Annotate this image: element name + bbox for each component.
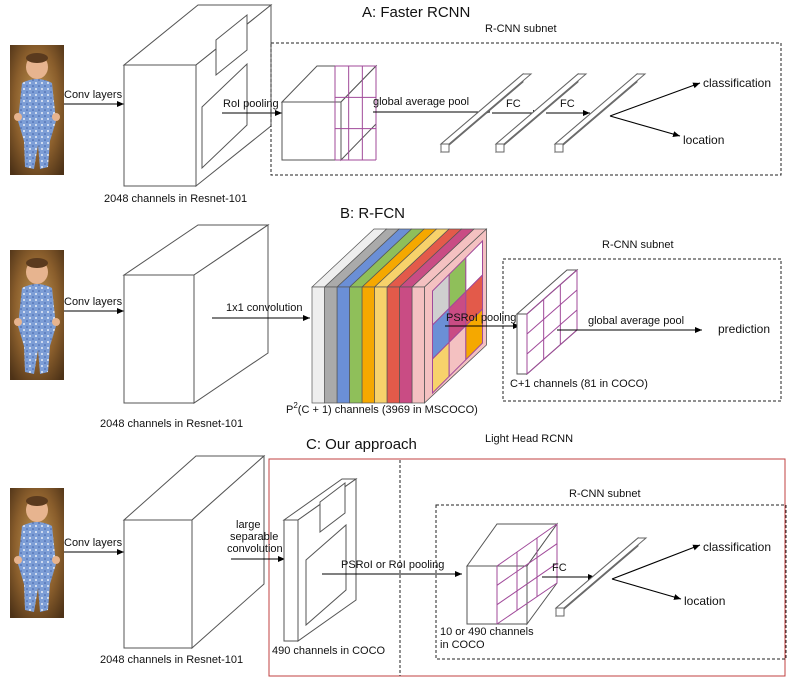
light-head-label: Light Head RCNN xyxy=(485,433,573,445)
score-map-slice xyxy=(324,286,338,404)
gap-label-a: global average pool xyxy=(373,96,469,108)
class-arrow-c xyxy=(611,544,701,580)
fc-bar-a1 xyxy=(439,72,533,154)
conv-label-a: Conv layers xyxy=(64,89,123,101)
section-c-our-approach: C: Our approach Light Head RCNN Conv lay… xyxy=(10,433,787,677)
pooled-cube-a xyxy=(280,64,378,162)
score-maps-label-b: P2(C + 1) channels (3969 in MSCOCO) xyxy=(286,401,478,416)
conv1x1-label-b: 1x1 convolution xyxy=(226,302,302,314)
score-map-slice xyxy=(349,286,363,404)
subnet-label-b: R-CNN subnet xyxy=(602,239,674,251)
section-c-title: C: Our approach xyxy=(306,436,417,453)
fc-bar-a3 xyxy=(553,72,647,154)
input-image-b xyxy=(10,250,64,380)
subnet-channels-label-b: C+1 channels (81 in COCO) xyxy=(510,378,648,390)
input-image-c xyxy=(10,488,64,618)
grid-c-hline xyxy=(496,582,558,625)
score-map-slice xyxy=(336,286,350,404)
rcnn-subnet-box-a xyxy=(270,42,782,176)
section-b-title: B: R-FCN xyxy=(340,205,405,222)
thin-feature-map-c xyxy=(282,478,358,642)
pooled-channels-line2: in COCO xyxy=(440,639,485,651)
fc-label-c: FC xyxy=(552,562,567,574)
fc-bar-c xyxy=(554,536,648,618)
feature-map-cube-b xyxy=(122,224,270,404)
section-a-faster-rcnn: A: Faster RCNN Conv layers 2048 channels… xyxy=(10,3,782,205)
pooled-channels-line1: 10 or 490 channels xyxy=(440,626,534,638)
channels-label-a: 2048 channels in Resnet-101 xyxy=(104,193,247,205)
channels-label-c: 2048 channels in Resnet-101 xyxy=(100,654,243,666)
section-b-rfcn: B: R-FCN Conv layers 2048 channels in Re… xyxy=(10,205,782,430)
section-a-title: A: Faster RCNN xyxy=(362,4,470,21)
grid-b-hline xyxy=(526,269,578,315)
pool-label-c: PSRoI or RoI pooling xyxy=(341,559,444,571)
subnet-label-a: R-CNN subnet xyxy=(485,23,557,35)
score-map-slice xyxy=(311,286,325,404)
fc1-label-a: FC xyxy=(506,98,521,110)
thin-channels-label-c: 490 channels in COCO xyxy=(272,645,386,657)
light-head-box xyxy=(268,458,786,677)
score-map-slice xyxy=(361,286,375,404)
conv-label-b: Conv layers xyxy=(64,296,123,308)
feature-map-cube-a xyxy=(122,3,273,188)
score-map-slice xyxy=(386,286,400,404)
grid-b-hline xyxy=(526,309,578,355)
feature-map-cube-c xyxy=(122,454,266,650)
loc-arrow-c xyxy=(611,578,682,600)
psroi-label-b: PSRoI pooling xyxy=(446,312,516,324)
pooled-cube-b xyxy=(515,268,579,376)
classification-label-c: classification xyxy=(703,540,771,554)
input-image-a xyxy=(10,45,64,175)
classification-label-a: classification xyxy=(703,76,771,90)
rcnn-subnet-box-c xyxy=(435,504,787,660)
location-label-c: location xyxy=(684,594,725,608)
grid-b-hline xyxy=(526,329,578,375)
grid-c-hline xyxy=(496,543,558,586)
grid-c-hline xyxy=(496,523,558,567)
prediction-label-b: prediction xyxy=(718,322,770,336)
score-map-slice xyxy=(374,286,388,404)
conv-label-c: Conv layers xyxy=(64,537,123,549)
lsc-label-line2: separable xyxy=(230,531,278,543)
subnet-label-c: R-CNN subnet xyxy=(569,488,641,500)
score-map-slice xyxy=(399,286,413,404)
score-map-cell xyxy=(465,307,483,361)
roi-label-a: RoI pooling xyxy=(223,98,279,110)
class-arrow-a xyxy=(609,82,701,117)
loc-arrow-a xyxy=(609,115,681,137)
gap-label-b: global average pool xyxy=(588,315,684,327)
fc-bar-a2 xyxy=(494,72,588,154)
score-map-slice xyxy=(411,286,425,404)
pooled-cube-c xyxy=(466,522,558,626)
lsc-label-line3: convolution xyxy=(227,543,283,555)
location-label-a: location xyxy=(683,133,724,147)
position-sensitive-score-maps xyxy=(311,228,488,404)
lsc-label-line1: large xyxy=(236,519,260,531)
channels-label-b: 2048 channels in Resnet-101 xyxy=(100,418,243,430)
grid-b-hline xyxy=(526,289,578,335)
fc2-label-a: FC xyxy=(560,98,575,110)
grid-c-hline xyxy=(496,562,558,606)
